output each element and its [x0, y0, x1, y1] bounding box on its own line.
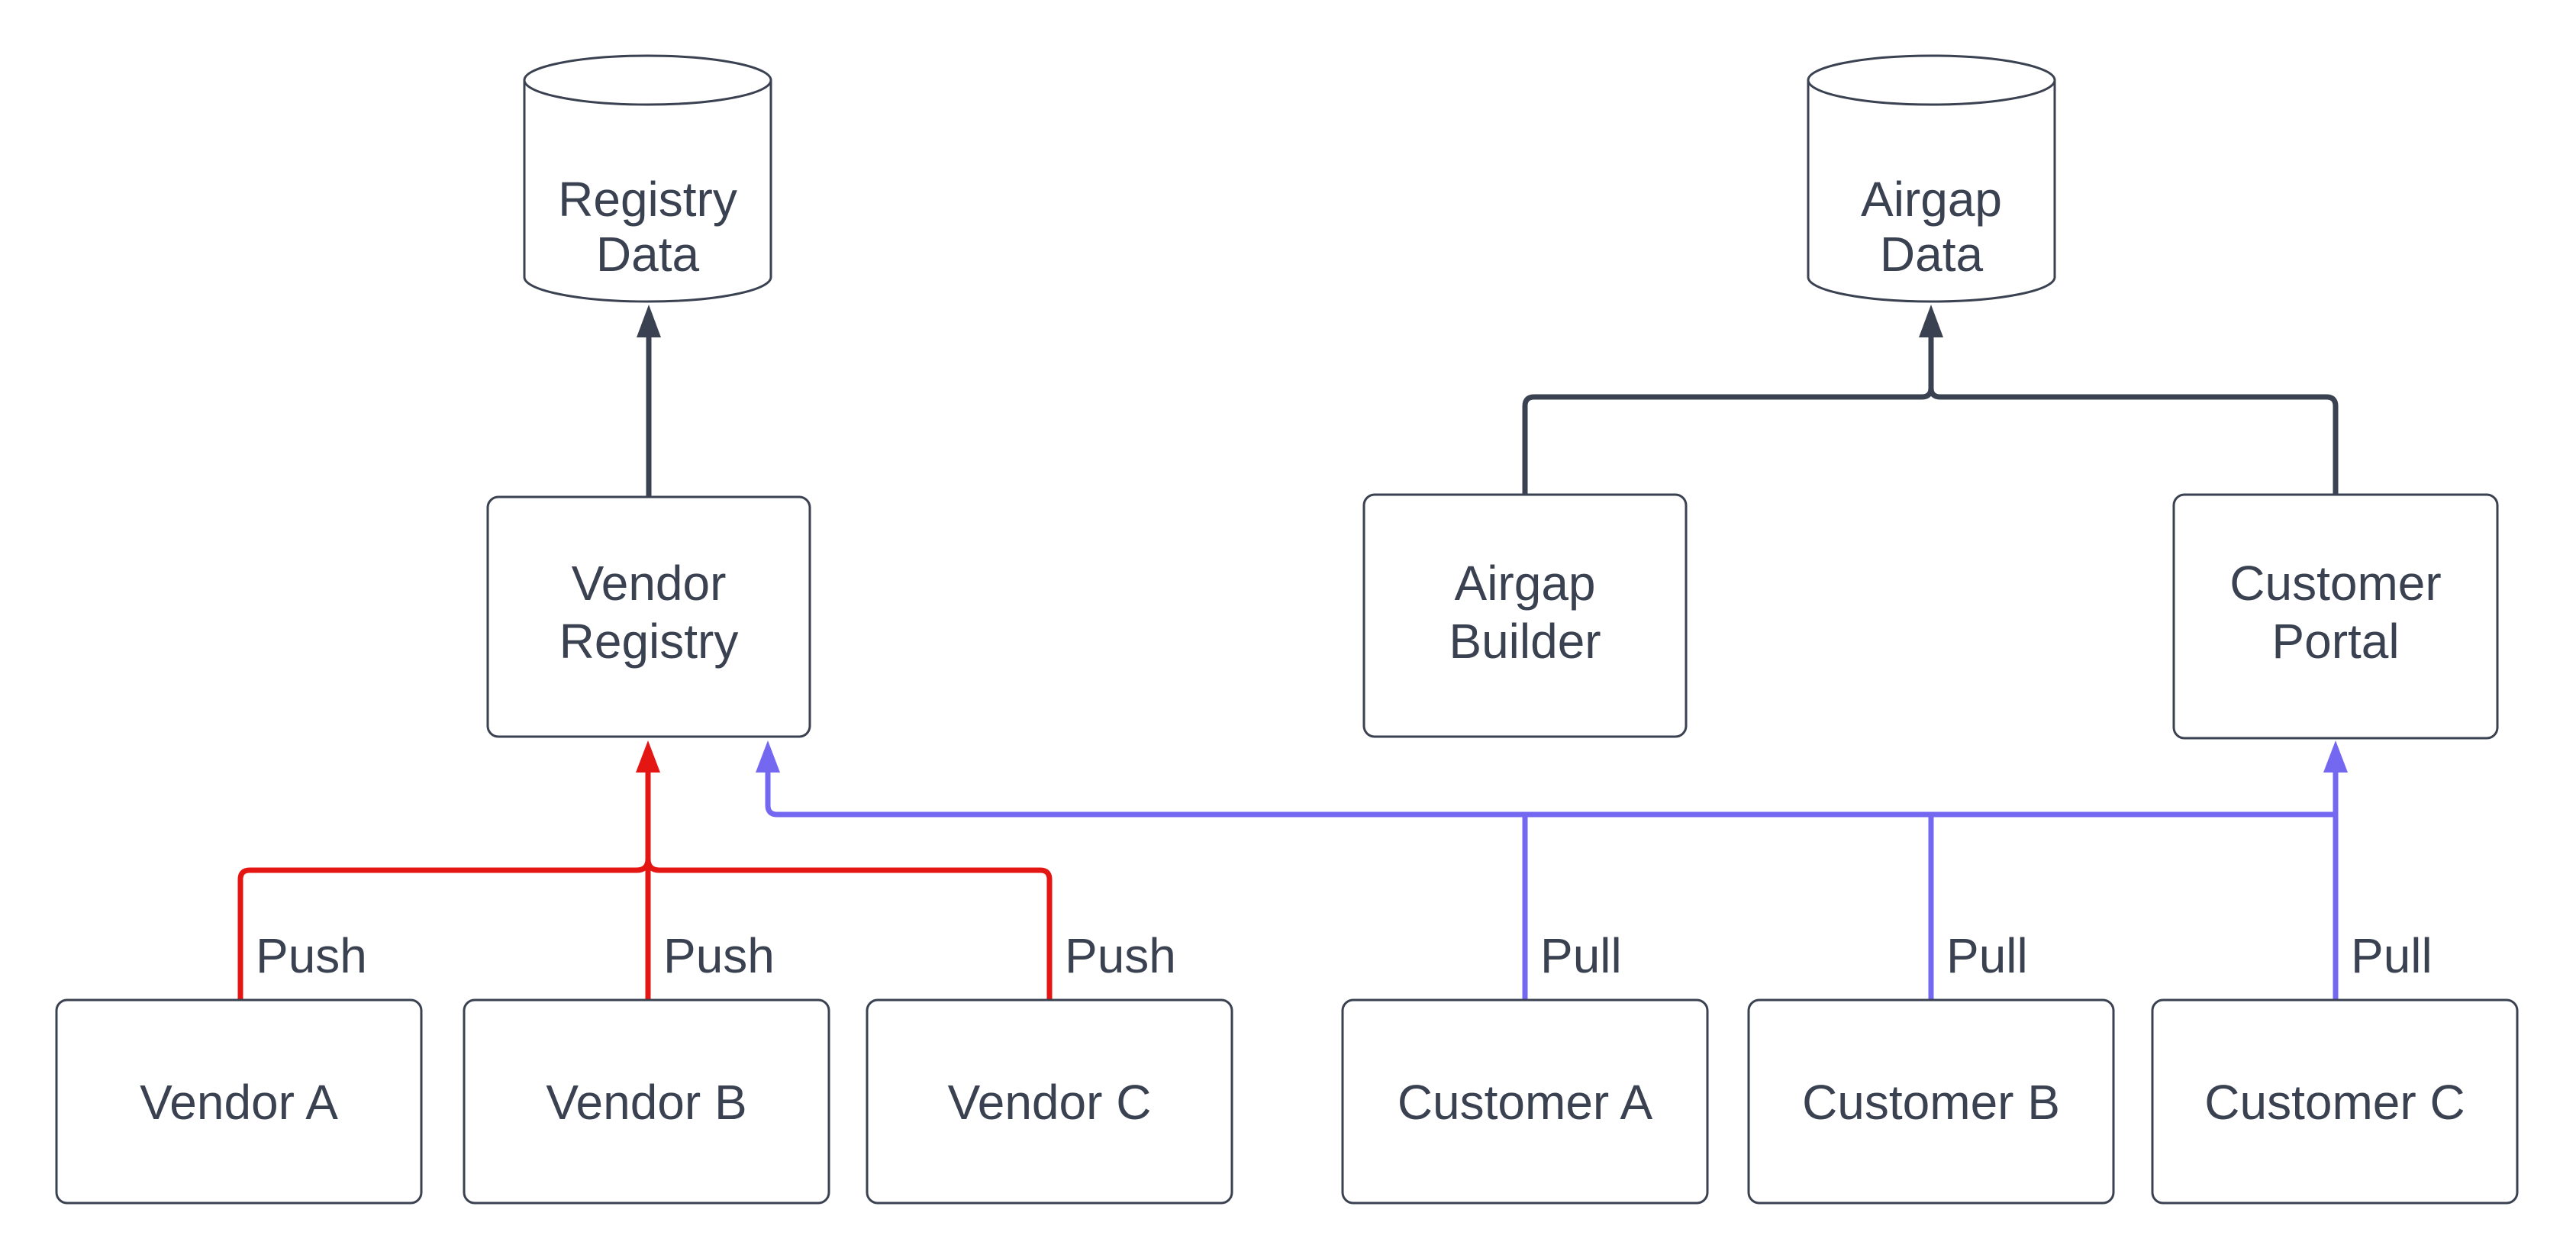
box-shape — [1341, 998, 1709, 1205]
node-label: Customer B — [1802, 1075, 2060, 1130]
arrowhead-pull-vendor-registry — [756, 740, 780, 773]
cylinder-top-ellipse — [1807, 54, 2056, 106]
edge-customer-portal-to-airgap-data — [1928, 337, 2339, 495]
push-label-vendor-c: Push — [1065, 928, 1176, 983]
node-label: Builder — [1449, 614, 1601, 669]
node-label: Data — [1880, 227, 1984, 282]
node-label: Customer — [2229, 556, 2441, 611]
box-shape — [55, 998, 423, 1205]
pull-edges — [756, 740, 2348, 1000]
cylinder-shape — [523, 80, 772, 303]
arrowhead-registry-data — [637, 305, 661, 337]
push-label-vendor-a: Push — [256, 928, 367, 983]
box-shape — [463, 998, 830, 1205]
push-edges — [237, 740, 1053, 1000]
push-label-vendor-b: Push — [663, 928, 775, 983]
node-label: Data — [596, 227, 700, 282]
node-label: Airgap — [1861, 172, 2002, 227]
box-shape — [866, 998, 1233, 1205]
node-label: Customer A — [1398, 1075, 1653, 1130]
node-label: Customer C — [2204, 1075, 2465, 1130]
pull-label-customer-a: Pull — [1540, 928, 1622, 983]
node-customer-a: Customer A — [1341, 998, 1709, 1205]
box-shape — [2172, 493, 2499, 740]
arrowhead-pull-customer-portal — [2323, 740, 2348, 773]
box-shape — [486, 495, 811, 738]
pull-label-customer-c: Pull — [2351, 928, 2433, 983]
node-label: Vendor C — [948, 1075, 1152, 1130]
node-airgap-data: Airgap Data — [1807, 54, 2056, 303]
box-shape — [2151, 998, 2519, 1205]
edge-airgap-builder-to-airgap-data — [1522, 337, 1934, 495]
node-airgap-builder: Airgap Builder — [1362, 493, 1688, 738]
box-shape — [1362, 493, 1688, 738]
node-label: Vendor B — [546, 1075, 746, 1130]
node-registry-data: Registry Data — [523, 54, 772, 303]
node-customer-c: Customer C — [2151, 998, 2519, 1205]
node-label: Registry — [559, 614, 739, 669]
cylinder-shape — [1807, 80, 2056, 303]
edge-pull-bus-to-vendor-registry — [765, 773, 2336, 818]
node-label: Vendor A — [140, 1075, 338, 1130]
node-label: Airgap — [1455, 556, 1596, 611]
node-label: Vendor — [572, 556, 727, 611]
box-shape — [1747, 998, 2115, 1205]
node-customer-portal: Customer Portal — [2172, 493, 2499, 740]
node-customer-b: Customer B — [1747, 998, 2115, 1205]
flow-edges — [637, 305, 2339, 497]
node-vendor-b: Vendor B — [463, 998, 830, 1205]
arrowhead-airgap-data — [1919, 305, 1943, 337]
edge-labels: Push Push Push Pull Pull Pull — [256, 928, 2433, 983]
cylinder-top-ellipse — [523, 54, 772, 106]
arrowhead-push-vendor-registry — [636, 740, 660, 773]
node-label: Registry — [558, 172, 737, 227]
node-label: Portal — [2271, 614, 2399, 669]
node-vendor-a: Vendor A — [55, 998, 423, 1205]
pull-label-customer-b: Pull — [1946, 928, 2028, 983]
node-vendor-c: Vendor C — [866, 998, 1233, 1205]
node-vendor-registry: Vendor Registry — [486, 495, 811, 738]
